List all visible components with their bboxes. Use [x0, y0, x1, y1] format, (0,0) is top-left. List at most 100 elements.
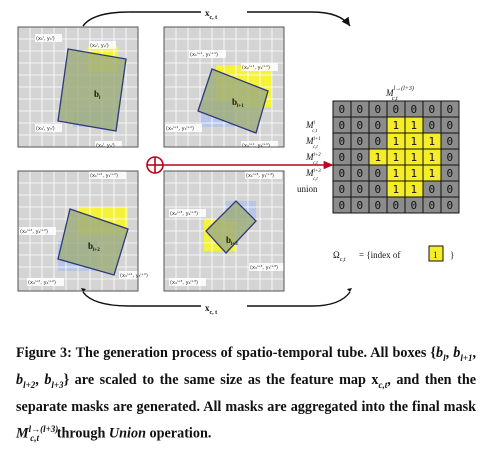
- mask-cell: 0: [440, 100, 460, 118]
- mask-cell: 0: [332, 148, 352, 166]
- top-xct-label: xc, t: [205, 8, 217, 21]
- svg-text:0: 0: [357, 119, 364, 132]
- svg-text:1: 1: [433, 250, 438, 260]
- mask-cell: 0: [404, 196, 424, 214]
- mask-row-label: union: [297, 184, 318, 194]
- corner-coordinate-label: (x₃ˡ, y₃ˡ): [36, 126, 55, 132]
- omega-label: Ωc,t: [333, 250, 346, 263]
- mask-cell: 0: [368, 132, 388, 150]
- svg-text:0: 0: [339, 135, 346, 148]
- svg-text:0: 0: [357, 151, 364, 164]
- bounding-box: [205, 200, 257, 254]
- svg-text:0: 0: [339, 167, 346, 180]
- box-label: bl+3: [226, 235, 238, 247]
- mask-cell: 0: [332, 196, 352, 214]
- svg-text:0: 0: [375, 199, 382, 212]
- box-label: bl+2: [88, 241, 100, 253]
- mask-cell: 1: [404, 116, 424, 134]
- mask-cell: 0: [440, 164, 460, 182]
- bottom-xct-label: xc, t: [205, 303, 217, 316]
- svg-text:1: 1: [393, 135, 400, 148]
- box-label: bl: [94, 89, 101, 101]
- bounding-box: [57, 48, 127, 132]
- corner-coordinate-label: (x₁ˡ⁺¹, y₁ˡ⁺¹): [190, 52, 218, 58]
- omega-close-brace: }: [450, 250, 454, 260]
- svg-text:1: 1: [393, 119, 400, 132]
- svg-text:0: 0: [429, 199, 436, 212]
- top-curved-arrow: [82, 11, 350, 26]
- mask-cell: 1: [404, 180, 424, 198]
- figure-diagram: xc, t bl(x₁ˡ, y₁ˡ)(x₂ˡ, y₂ˡ)(x₃ˡ, y₃ˡ)(x…: [17, 8, 460, 316]
- svg-text:0: 0: [339, 151, 346, 164]
- mask-cell: 1: [368, 148, 388, 166]
- bounding-box: [197, 68, 269, 134]
- svg-text:1: 1: [429, 151, 436, 164]
- svg-text:0: 0: [339, 199, 346, 212]
- mask-cell: 1: [386, 180, 406, 198]
- omega-boxed-one: [428, 245, 444, 262]
- corner-coordinate-label: (x₄ˡ⁺³, y₄ˡ⁺³): [170, 280, 198, 286]
- mask-cell: 0: [350, 180, 370, 198]
- corner-coordinate-label: (x₃ˡ⁺¹, y₃ˡ⁺¹): [166, 126, 194, 132]
- svg-text:0: 0: [339, 103, 346, 116]
- svg-text:0: 0: [447, 167, 454, 180]
- svg-text:0: 0: [357, 135, 364, 148]
- svg-text:0: 0: [339, 183, 346, 196]
- svg-text:0: 0: [447, 119, 454, 132]
- svg-text:0: 0: [447, 135, 454, 148]
- mask-cell: 0: [368, 100, 388, 118]
- svg-text:1: 1: [429, 167, 436, 180]
- mask-cell: 0: [368, 196, 388, 214]
- svg-text:0: 0: [393, 103, 400, 116]
- mask-cell: 1: [404, 148, 424, 166]
- mask-cell: 1: [386, 116, 406, 134]
- feature-map-panel-2: bl+1(x₁ˡ⁺¹, y₁ˡ⁺¹)(x₂ˡ⁺¹, y₂ˡ⁺¹)(x₃ˡ⁺¹, …: [163, 26, 285, 149]
- svg-text:1: 1: [411, 135, 418, 148]
- svg-text:1: 1: [411, 167, 418, 180]
- mask-cell: 0: [368, 116, 388, 134]
- mask-cell: 1: [386, 164, 406, 182]
- mask-cell: 0: [350, 196, 370, 214]
- svg-text:1: 1: [375, 151, 382, 164]
- svg-text:1: 1: [393, 151, 400, 164]
- svg-text:1: 1: [393, 167, 400, 180]
- mask-cell: 0: [440, 180, 460, 198]
- mask-cell: 0: [422, 196, 442, 214]
- svg-text:1: 1: [411, 119, 418, 132]
- mask-cell: 0: [332, 116, 352, 134]
- corner-coordinate-label: (x₄ˡ⁺¹, y₄ˡ⁺¹): [242, 143, 270, 149]
- corner-coordinate-label: (x₄ˡ⁺², y₄ˡ⁺²): [28, 280, 56, 286]
- svg-text:0: 0: [429, 103, 436, 116]
- corner-coordinate-label: (x₂ˡ⁺², y₂ˡ⁺²): [20, 229, 48, 235]
- svg-text:0: 0: [375, 183, 382, 196]
- svg-text:0: 0: [411, 199, 418, 212]
- corner-coordinate-label: (x₄ˡ, y₄ˡ): [96, 143, 115, 149]
- mask-cell: 0: [422, 116, 442, 134]
- omega-text: = {index of: [359, 250, 400, 260]
- mask-cell: 0: [350, 100, 370, 118]
- svg-text:0: 0: [357, 103, 364, 116]
- svg-text:1: 1: [429, 135, 436, 148]
- feature-map-panel-1: bl(x₁ˡ, y₁ˡ)(x₂ˡ, y₂ˡ)(x₃ˡ, y₃ˡ)(x₄ˡ, y₄…: [17, 26, 139, 149]
- feature-map-panel-4: bl+3(x₁ˡ⁺³, y₁ˡ⁺³)(x₂ˡ⁺³, y₂ˡ⁺³)(x₃ˡ⁺³, …: [163, 170, 286, 292]
- mask-cell: 0: [332, 180, 352, 198]
- svg-text:0: 0: [375, 167, 382, 180]
- mask-cell: 0: [332, 164, 352, 182]
- svg-text:0: 0: [375, 119, 382, 132]
- mask-cell: 0: [440, 148, 460, 166]
- mask-cell: 0: [440, 132, 460, 150]
- mask-title: Ml→(l+3)c,t: [385, 85, 414, 102]
- corner-coordinate-label: (x₁ˡ⁺³, y₁ˡ⁺³): [246, 173, 274, 179]
- mask-cell: 0: [386, 196, 406, 214]
- mask-cell: 0: [404, 100, 424, 118]
- svg-text:0: 0: [375, 103, 382, 116]
- mask-cell: 0: [422, 180, 442, 198]
- svg-text:1: 1: [393, 183, 400, 196]
- svg-text:0: 0: [447, 199, 454, 212]
- svg-text:0: 0: [339, 119, 346, 132]
- corner-coordinate-label: (x₃ˡ⁺², y₃ˡ⁺²): [120, 273, 148, 279]
